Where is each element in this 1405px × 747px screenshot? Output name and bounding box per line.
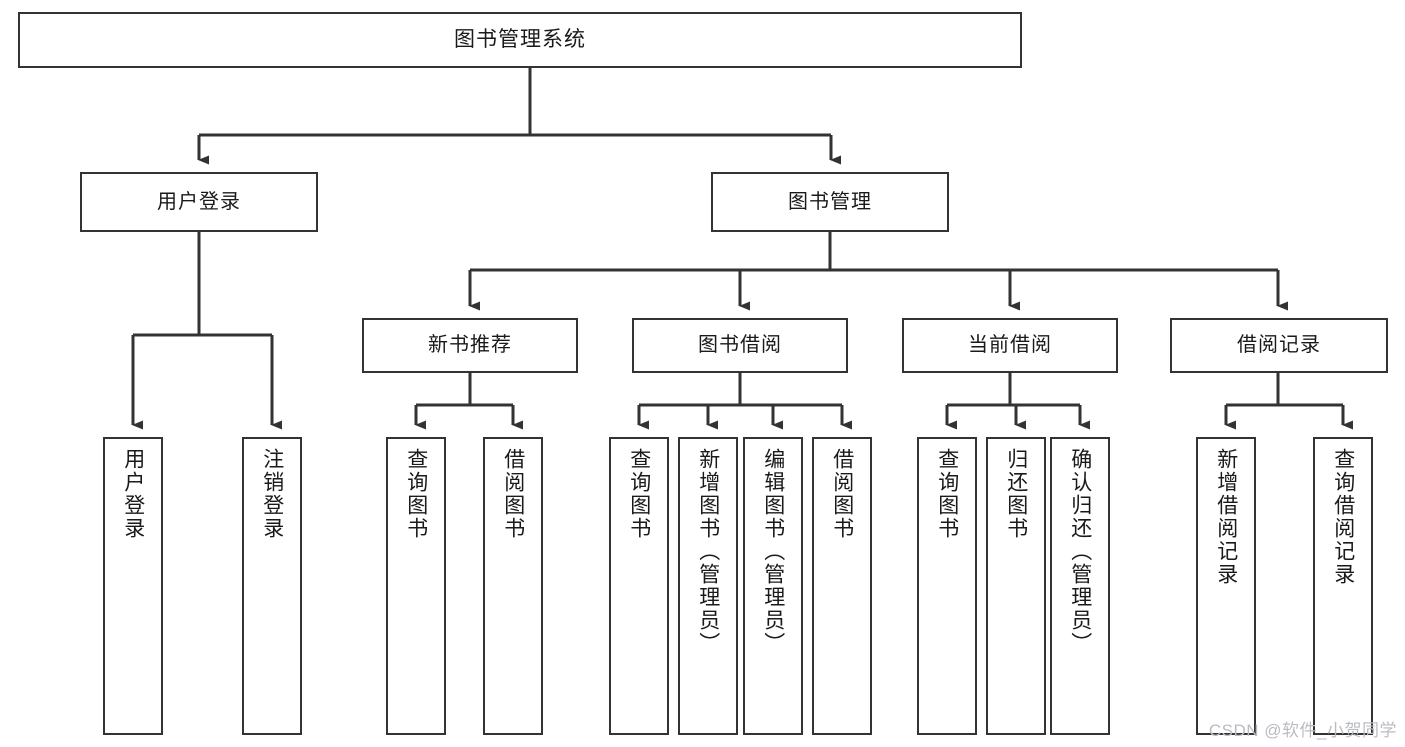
leaf-borrow-book-a-label: 借阅图书 bbox=[501, 448, 525, 540]
watermark: CSDN @软件_小贺同学 bbox=[1208, 721, 1397, 740]
leaf-borrow-book-b[interactable]: 借阅图书 bbox=[812, 437, 872, 735]
leaf-query-record-label: 查询借阅记录 bbox=[1331, 448, 1355, 586]
leaf-query-book-c-label: 查询图书 bbox=[935, 448, 959, 540]
node-book-borrow-label: 图书借阅 bbox=[698, 334, 782, 356]
leaf-edit-book-label: 编辑图书（管理员） bbox=[761, 448, 785, 655]
node-root-label: 图书管理系统 bbox=[454, 27, 586, 51]
leaf-confirm-return[interactable]: 确认归还（管理员） bbox=[1050, 437, 1110, 735]
node-user-login[interactable]: 用户登录 bbox=[80, 172, 318, 232]
leaf-query-book-c[interactable]: 查询图书 bbox=[917, 437, 977, 735]
leaf-query-record[interactable]: 查询借阅记录 bbox=[1313, 437, 1373, 735]
leaf-return-book-label: 归还图书 bbox=[1004, 448, 1028, 540]
leaf-add-record-label: 新增借阅记录 bbox=[1214, 448, 1238, 586]
leaf-user-login[interactable]: 用户登录 bbox=[103, 437, 163, 735]
leaf-add-book[interactable]: 新增图书（管理员） bbox=[678, 437, 738, 735]
leaf-logout[interactable]: 注销登录 bbox=[242, 437, 302, 735]
leaf-query-book-a[interactable]: 查询图书 bbox=[386, 437, 446, 735]
leaf-add-record[interactable]: 新增借阅记录 bbox=[1196, 437, 1256, 735]
leaf-logout-label: 注销登录 bbox=[260, 448, 284, 540]
leaf-query-book-b-label: 查询图书 bbox=[627, 448, 651, 540]
leaf-edit-book[interactable]: 编辑图书（管理员） bbox=[743, 437, 803, 735]
leaf-borrow-book-a[interactable]: 借阅图书 bbox=[483, 437, 543, 735]
node-user-login-label: 用户登录 bbox=[157, 190, 241, 213]
leaf-confirm-return-label: 确认归还（管理员） bbox=[1068, 448, 1092, 655]
node-current-borrow-label: 当前借阅 bbox=[968, 334, 1052, 356]
leaf-user-login-label: 用户登录 bbox=[121, 448, 145, 540]
node-borrow-record[interactable]: 借阅记录 bbox=[1170, 318, 1388, 373]
node-new-book-rec[interactable]: 新书推荐 bbox=[362, 318, 578, 373]
node-book-manage-label: 图书管理 bbox=[788, 190, 872, 213]
node-book-borrow[interactable]: 图书借阅 bbox=[632, 318, 848, 373]
node-current-borrow[interactable]: 当前借阅 bbox=[902, 318, 1118, 373]
leaf-add-book-label: 新增图书（管理员） bbox=[696, 448, 720, 655]
leaf-return-book[interactable]: 归还图书 bbox=[986, 437, 1046, 735]
leaf-query-book-a-label: 查询图书 bbox=[404, 448, 428, 540]
node-book-manage[interactable]: 图书管理 bbox=[711, 172, 949, 232]
node-borrow-record-label: 借阅记录 bbox=[1237, 334, 1321, 356]
leaf-query-book-b[interactable]: 查询图书 bbox=[609, 437, 669, 735]
leaf-borrow-book-b-label: 借阅图书 bbox=[830, 448, 854, 540]
node-root[interactable]: 图书管理系统 bbox=[18, 12, 1022, 68]
node-new-book-rec-label: 新书推荐 bbox=[428, 334, 512, 356]
